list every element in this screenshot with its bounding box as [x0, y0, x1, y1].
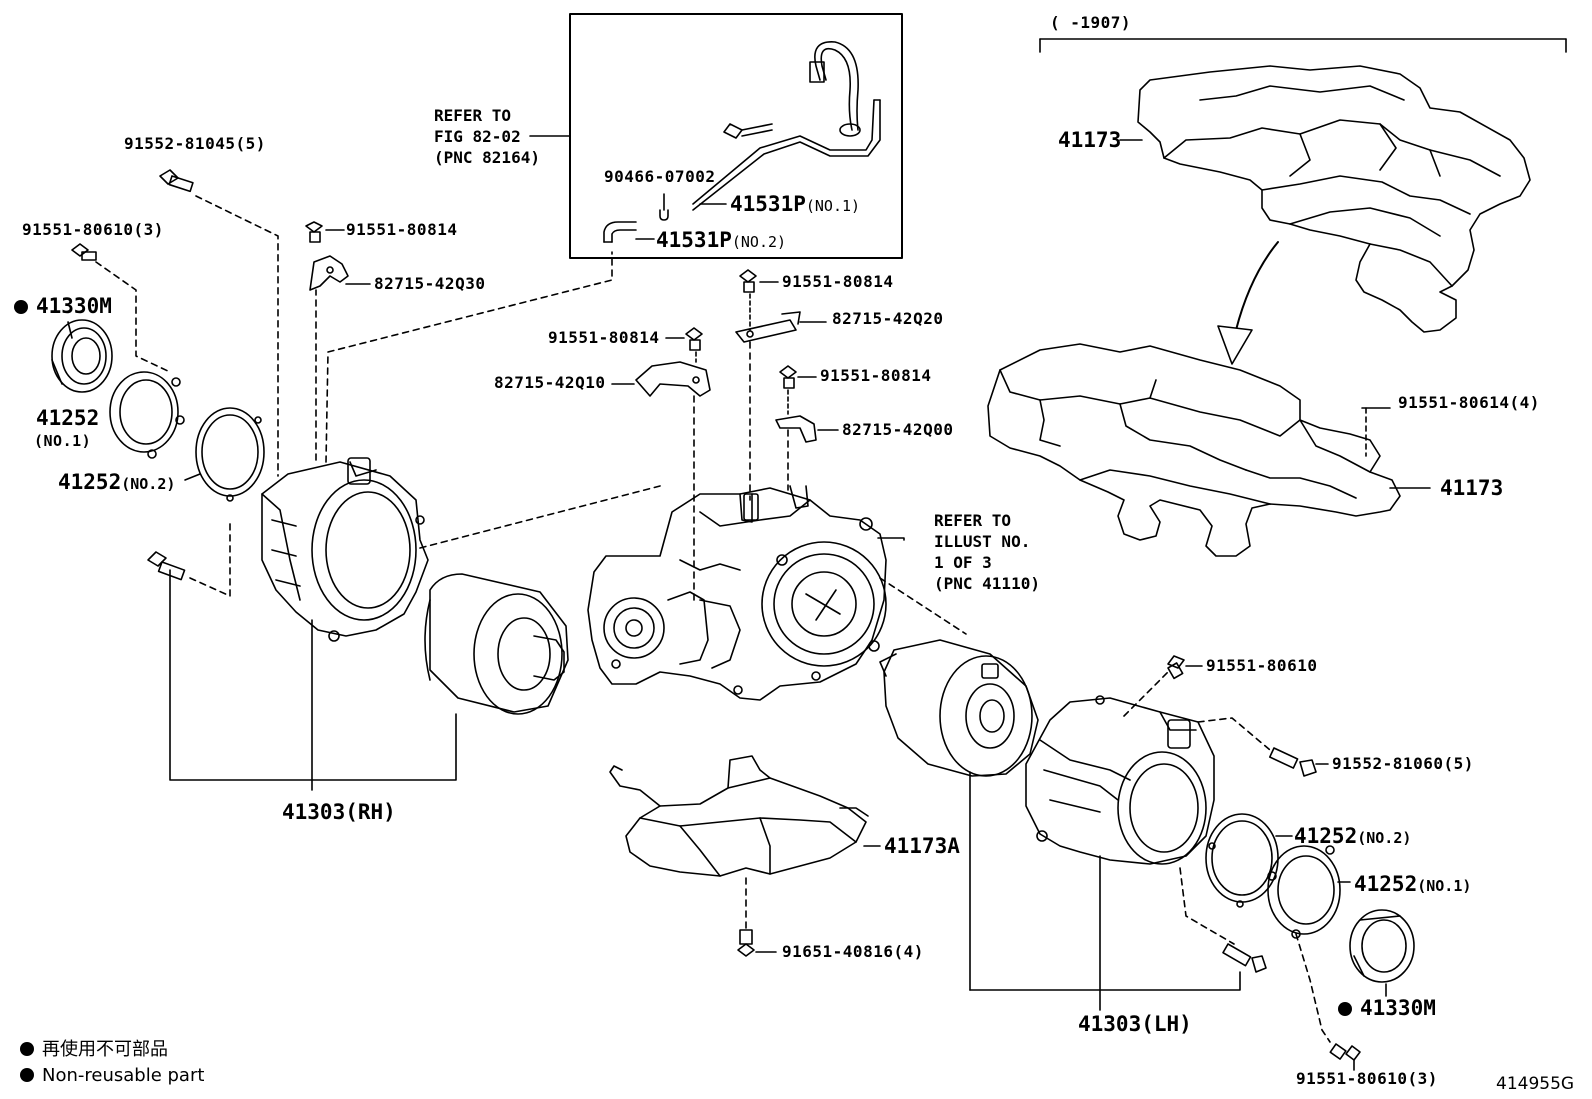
label-41303-lh: 41303(LH) [1078, 1012, 1192, 1036]
label-91551-80814-d: 91551-80814 [820, 366, 932, 385]
non-reusable-marker-icon [1338, 1002, 1352, 1016]
bolt-91551-80610-bottom-drawing [1329, 1043, 1361, 1061]
label-41330m-right: 41330M [1338, 996, 1436, 1020]
legend-japanese-text: 再使用不可部品 [42, 1039, 168, 1060]
bolt-lower-right-drawing [1222, 943, 1267, 973]
label-91551-80814-a: 91551-80814 [346, 220, 458, 239]
label-41252-no2-right-sub: (NO.2) [1357, 829, 1412, 847]
bolt-91551-80610-left-drawing [71, 243, 97, 261]
year-range-label: ( -1907) [1050, 13, 1132, 32]
label-82715-42q30: 82715-42Q30 [374, 274, 486, 293]
bracket-82715-42q10-drawing [635, 361, 711, 397]
label-41531p-no2: 41531P(NO.2) [656, 228, 786, 254]
label-91552-81045: 91552-81045(5) [124, 134, 266, 153]
label-91552-81060: 91552-81060(5) [1332, 754, 1474, 773]
legend-english-text: Non-reusable part [42, 1065, 205, 1086]
housing-41303-lh-drawing [1025, 695, 1215, 865]
legend-line-english: Non-reusable part [20, 1064, 204, 1088]
cover-41252-no1-right-drawing [1267, 845, 1341, 939]
legend-line-japanese: 再使用不可部品 [20, 1038, 168, 1062]
breather-hose-no1-drawing [692, 41, 881, 211]
main-refer-line4: (PNC 41110) [934, 574, 1040, 593]
label-41173a: 41173A [884, 834, 960, 858]
main-refer-note: REFER TO ILLUST NO. 1 OF 3 (PNC 41110) [934, 510, 1040, 594]
bracket-82715-42q30-drawing [309, 255, 349, 291]
oil-seal-41330m-right-drawing [1349, 909, 1415, 983]
label-41252-no1-right-sub: (NO.1) [1417, 877, 1472, 895]
rotor-rh-drawing [424, 573, 569, 715]
label-41531p-no1: 41531P(NO.1) [730, 192, 860, 218]
label-91551-80814-b: 91551-80814 [782, 272, 894, 291]
bolt-91551-80814-c-drawing [685, 327, 703, 351]
label-41330m-right-text: 41330M [1360, 996, 1436, 1020]
label-91551-80610-right: 91551-80610 [1206, 656, 1318, 675]
rotor-lh-drawing [879, 639, 1039, 777]
inset-refer-note: REFER TO FIG 82-02 (PNC 82164) [434, 105, 540, 168]
main-refer-line2: ILLUST NO. [934, 532, 1031, 551]
label-41252-no1-left: 41252 [36, 406, 100, 430]
bolt-91551-80814-b-drawing [739, 269, 757, 293]
bolt-91552-81060-drawing [1268, 747, 1317, 777]
label-41303-rh: 41303(RH) [282, 800, 396, 824]
label-90466-07002: 90466-07002 [604, 167, 716, 186]
label-82715-42q20: 82715-42Q20 [832, 309, 944, 328]
label-91551-80610-left: 91551-80610(3) [22, 220, 164, 239]
clip-90466-drawing [659, 193, 669, 221]
bolt-left-lower-drawing [147, 551, 186, 581]
label-41531p-no1-sub: (NO.1) [805, 197, 861, 215]
filled-circle-icon [20, 1042, 34, 1056]
main-refer-line3: 1 OF 3 [934, 553, 992, 572]
gasket-41252-no2-left-drawing [195, 407, 265, 502]
gasket-41252-no2-right-drawing [1205, 813, 1279, 908]
curved-arrow-icon [1217, 241, 1279, 365]
label-41531p-no2-sub: (NO.2) [731, 233, 787, 251]
label-41252-no1-right: 41252(NO.1) [1354, 872, 1471, 898]
label-82715-42q10: 82715-42Q10 [494, 373, 606, 392]
label-41252-no2-right-text: 41252 [1294, 824, 1358, 848]
bracket-82715-42q20-drawing [735, 311, 801, 343]
rear-transaxle-drawing [587, 485, 887, 701]
label-41252-no1-right-text: 41252 [1354, 872, 1418, 896]
label-41252-no2-right: 41252(NO.2) [1294, 824, 1411, 850]
inset-refer-line3: (PNC 82164) [434, 148, 540, 167]
filled-circle-icon [20, 1068, 34, 1082]
label-41330m-left: 41330M [14, 294, 112, 318]
main-refer-line1: REFER TO [934, 511, 1012, 530]
bolt-91551-80814-a-drawing [305, 221, 323, 243]
label-91551-80814-c: 91551-80814 [548, 328, 660, 347]
breather-hose-no2-drawing [603, 221, 637, 243]
inset-refer-line1: REFER TO [434, 106, 512, 125]
bolt-91551-80814-d-drawing [779, 365, 797, 389]
bolt-91551-80610-right-drawing [1167, 655, 1185, 680]
bolt-91651-40816-drawing [737, 929, 755, 957]
bolt-91552-81045-drawing [159, 169, 194, 193]
non-reusable-marker-icon [14, 300, 28, 314]
label-41173-top: 41173 [1058, 128, 1122, 152]
label-41531p-no2-text: 41531P [656, 228, 732, 252]
under-cover-41173a-drawing [609, 755, 869, 877]
label-91651-40816: 91651-40816(4) [782, 942, 924, 961]
housing-41303-rh-drawing [261, 457, 429, 642]
cover-41173-upper-drawing [1137, 65, 1531, 333]
label-41252-no2-left: 41252(NO.2) [58, 470, 175, 496]
label-82715-42q00: 82715-42Q00 [842, 420, 954, 439]
label-91551-80614: 91551-80614(4) [1398, 393, 1540, 412]
label-41173-mid: 41173 [1440, 476, 1504, 500]
label-91551-80610-bottom: 91551-80610(3) [1296, 1069, 1438, 1088]
label-41531p-no1-text: 41531P [730, 192, 806, 216]
cover-41252-no1-left-drawing [109, 371, 185, 459]
label-41330m-left-text: 41330M [36, 294, 112, 318]
bracket-82715-42q00-drawing [775, 415, 817, 443]
cover-41173-lower-drawing [987, 343, 1401, 557]
range-bracket [1039, 38, 1567, 53]
inset-refer-line2: FIG 82-02 [434, 127, 521, 146]
illustration-code: 414955G [1496, 1074, 1575, 1094]
label-41252-no2-left-sub: (NO.2) [121, 475, 176, 493]
oil-seal-41330m-left-drawing [51, 319, 113, 393]
label-41252-no2-left-text: 41252 [58, 470, 122, 494]
label-41252-no1-left-sub: (NO.1) [34, 432, 92, 450]
